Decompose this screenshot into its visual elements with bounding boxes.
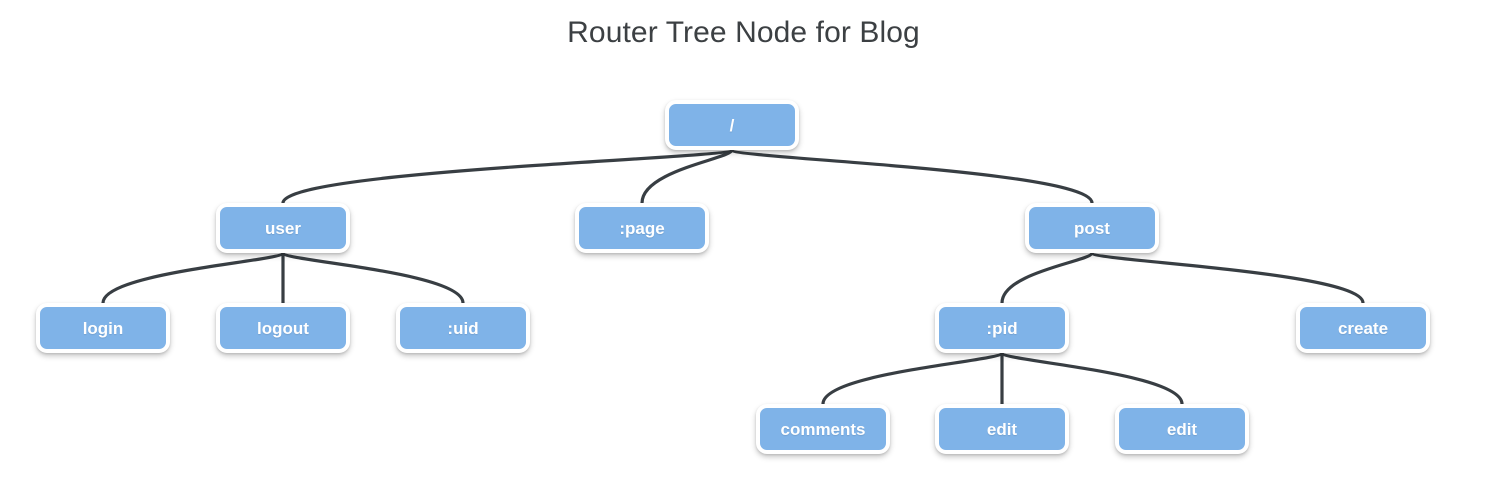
tree-node-label: edit: [986, 419, 1018, 439]
tree-node-label: login: [82, 318, 124, 338]
tree-node-comments[interactable]: comments: [756, 404, 890, 454]
tree-node-label: /: [729, 115, 735, 135]
tree-node-edit2[interactable]: edit: [1115, 404, 1249, 454]
tree-node-edit1[interactable]: edit: [935, 404, 1069, 454]
tree-node-label: :pid: [986, 318, 1018, 338]
tree-node-label: edit: [1166, 419, 1198, 439]
tree-node-login[interactable]: login: [36, 303, 170, 353]
tree-node-label: post: [1074, 218, 1110, 238]
tree-node-uid[interactable]: :uid: [396, 303, 530, 353]
tree-node-logout[interactable]: logout: [216, 303, 350, 353]
tree-node-label: create: [1337, 318, 1389, 338]
tree-node-label: :page: [619, 218, 665, 238]
tree-node-label: :uid: [447, 318, 479, 338]
tree-node-post[interactable]: post: [1025, 203, 1159, 253]
tree-node-create[interactable]: create: [1296, 303, 1430, 353]
tree-node-label: user: [265, 218, 301, 238]
tree-node-label: logout: [257, 318, 309, 338]
page-title: Router Tree Node for Blog: [567, 16, 920, 49]
tree-node-user[interactable]: user: [216, 203, 350, 253]
tree-node-label: comments: [780, 419, 866, 439]
tree-node-pid[interactable]: :pid: [935, 303, 1069, 353]
tree-node-page[interactable]: :page: [575, 203, 709, 253]
tree-node-root[interactable]: /: [665, 100, 799, 150]
